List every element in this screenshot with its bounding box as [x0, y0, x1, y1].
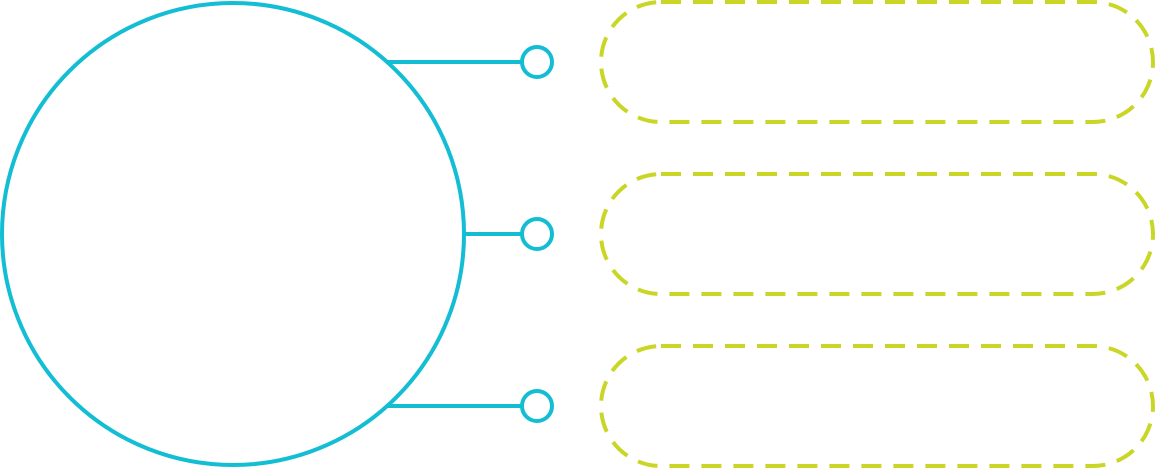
- text-slot-1: [599, 0, 1155, 124]
- connector-node-2: [520, 217, 554, 251]
- connector-node-1: [520, 45, 554, 79]
- text-slot-3: [599, 344, 1155, 468]
- connector-node-3: [520, 389, 554, 423]
- hub-circle: [0, 1, 466, 467]
- text-slot-2: [599, 172, 1155, 296]
